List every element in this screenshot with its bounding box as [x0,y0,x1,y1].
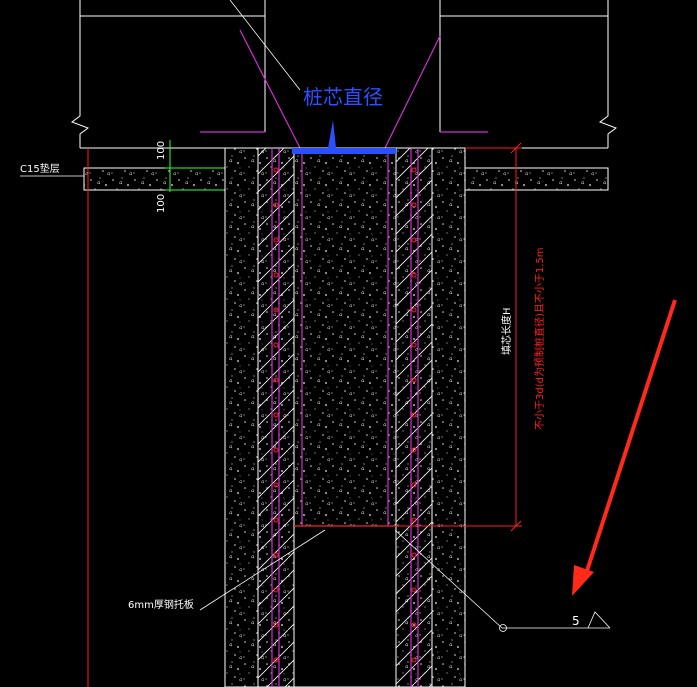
rebar-flare-lines [200,29,488,149]
pile-cap-outline [70,0,618,149]
rebar-tie-dot [411,587,417,593]
core-requirement-label: 不小于3d(d为预制桩直径)且不小于1.5m [533,247,546,430]
rebar-tie-dot [411,272,417,278]
cushion-layer [20,167,609,191]
rebar-tie-dot [273,307,279,313]
rebar-tie-dot [273,552,279,558]
rebar-tie-dot [411,412,417,418]
pile-core-diameter-label: 桩芯直径 [303,85,383,109]
rebar-tie-dot [273,237,279,243]
rebar-tie-dot [273,447,279,453]
rebar-tie-dot [411,657,417,663]
rebar-tie-dot [273,412,279,418]
rebar-tie-dot [273,482,279,488]
rebar-dots [273,167,417,663]
annotation-arrow [572,299,677,596]
rebar-tie-dot [273,342,279,348]
title-leader [229,0,301,91]
rebar-tie-dot [411,167,417,173]
rebar-tie-dot [411,552,417,558]
rebar-tie-dot [273,167,279,173]
dim-bottom-label: 100 [156,194,167,213]
rebar-tie-dot [411,307,417,313]
bottom-leaders [199,529,611,632]
dim-top-label: 100 [156,141,167,160]
rebar-tie-dot [273,202,279,208]
weld-size-label: 5 [572,614,580,628]
dimension-lines [87,142,522,687]
rebar-tie-dot [411,377,417,383]
rebar-tie-dot [273,587,279,593]
rebar-tie-dot [273,622,279,628]
rebar-tie-dot [411,202,417,208]
pile-body [224,147,466,687]
rebar-tie-dot [273,517,279,523]
rebar-tie-dot [273,657,279,663]
rebar-tie-dot [273,377,279,383]
cushion-label: C15垫层 [20,162,60,175]
cushion-dimensions [165,140,224,192]
core-top-marker [292,120,396,154]
rebar-tie-dot [411,342,417,348]
steel-plate-label: 6mm厚钢托板 [128,598,194,611]
core-length-label: 填芯长度H [500,307,513,355]
rebar-tie-dot [411,482,417,488]
rebar-tie-dot [411,447,417,453]
rebars [271,148,419,687]
rebar-tie-dot [273,272,279,278]
rebar-tie-dot [411,622,417,628]
rebar-tie-dot [411,237,417,243]
rebar-tie-dot [411,517,417,523]
